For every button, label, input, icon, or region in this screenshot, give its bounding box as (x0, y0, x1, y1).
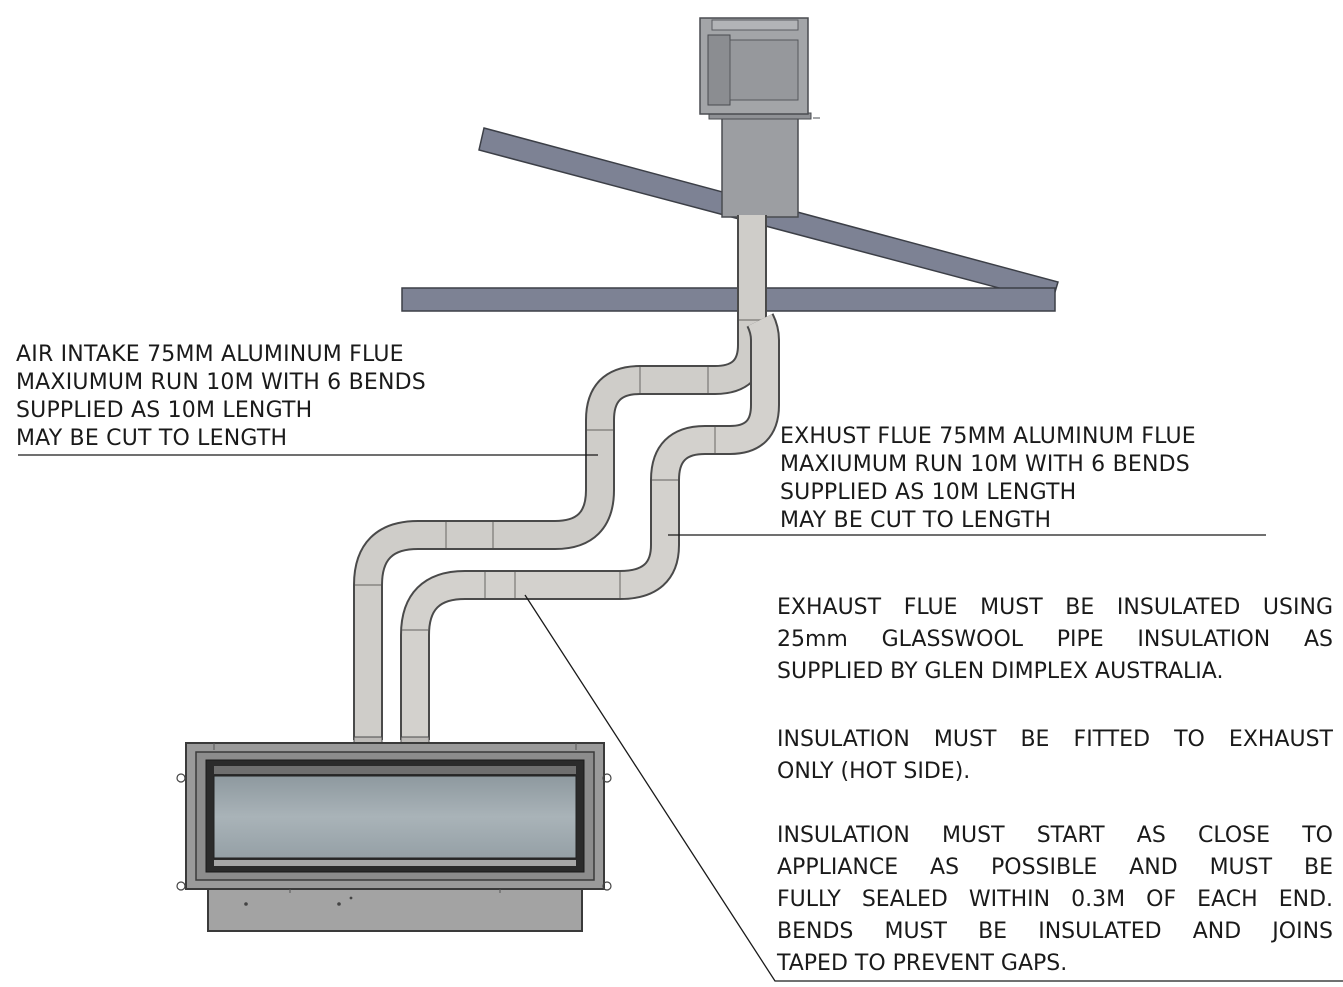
insulation-note-1: EXHAUST FLUE MUST BE INSULATED USING 25m… (777, 592, 1333, 688)
exhaust-flue (400, 313, 780, 740)
note-line: APPLIANCE AS POSSIBLE AND MUST BE (777, 855, 1333, 880)
air-intake-line: MAXIUMUM RUN 10M WITH 6 BENDS (16, 370, 426, 395)
note-line: TAPED TO PREVENT GAPS. (777, 951, 1068, 976)
note-line: FULLY SEALED WITHIN 0.3M OF EACH END. (777, 887, 1333, 912)
ceiling-joist (401, 287, 1056, 312)
air-intake-line: SUPPLIED AS 10M LENGTH (16, 398, 313, 423)
insulation-note-3: INSULATION MUST START AS CLOSE TO APPLIA… (777, 820, 1333, 980)
air-intake-callout: AIR INTAKE 75MM ALUMINUM FLUE MAXIUMUM R… (16, 341, 426, 453)
exhaust-line: MAY BE CUT TO LENGTH (780, 508, 1052, 533)
note-line: SUPPLIED BY GLEN DIMPLEX AUSTRALIA. (777, 659, 1224, 684)
air-intake-flue (353, 215, 767, 740)
note-line: INSULATION MUST BE FITTED TO EXHAUST (777, 727, 1333, 752)
exhaust-line: EXHUST FLUE 75MM ALUMINUM FLUE (780, 424, 1196, 449)
exhaust-line: SUPPLIED AS 10M LENGTH (780, 480, 1077, 505)
fireplace-appliance (176, 742, 612, 932)
note-line: EXHAUST FLUE MUST BE INSULATED USING (777, 595, 1333, 620)
note-line: 25mm GLASSWOOL PIPE INSULATION AS (777, 627, 1333, 652)
note-line: INSULATION MUST START AS CLOSE TO (777, 823, 1333, 848)
roof-terminal (699, 17, 820, 218)
air-intake-line: AIR INTAKE 75MM ALUMINUM FLUE (16, 342, 404, 367)
leader-lines (18, 454, 1343, 982)
air-intake-line: MAY BE CUT TO LENGTH (16, 426, 288, 451)
exhaust-line: MAXIUMUM RUN 10M WITH 6 BENDS (780, 452, 1190, 477)
insulation-leader (524, 594, 1343, 982)
exhaust-callout: EXHUST FLUE 75MM ALUMINUM FLUE MAXIUMUM … (780, 423, 1196, 535)
note-line: ONLY (HOT SIDE). (777, 759, 971, 784)
note-line: BENDS MUST BE INSULATED AND JOINS (777, 919, 1333, 944)
insulation-note-2: INSULATION MUST BE FITTED TO EXHAUST ONL… (777, 724, 1333, 788)
